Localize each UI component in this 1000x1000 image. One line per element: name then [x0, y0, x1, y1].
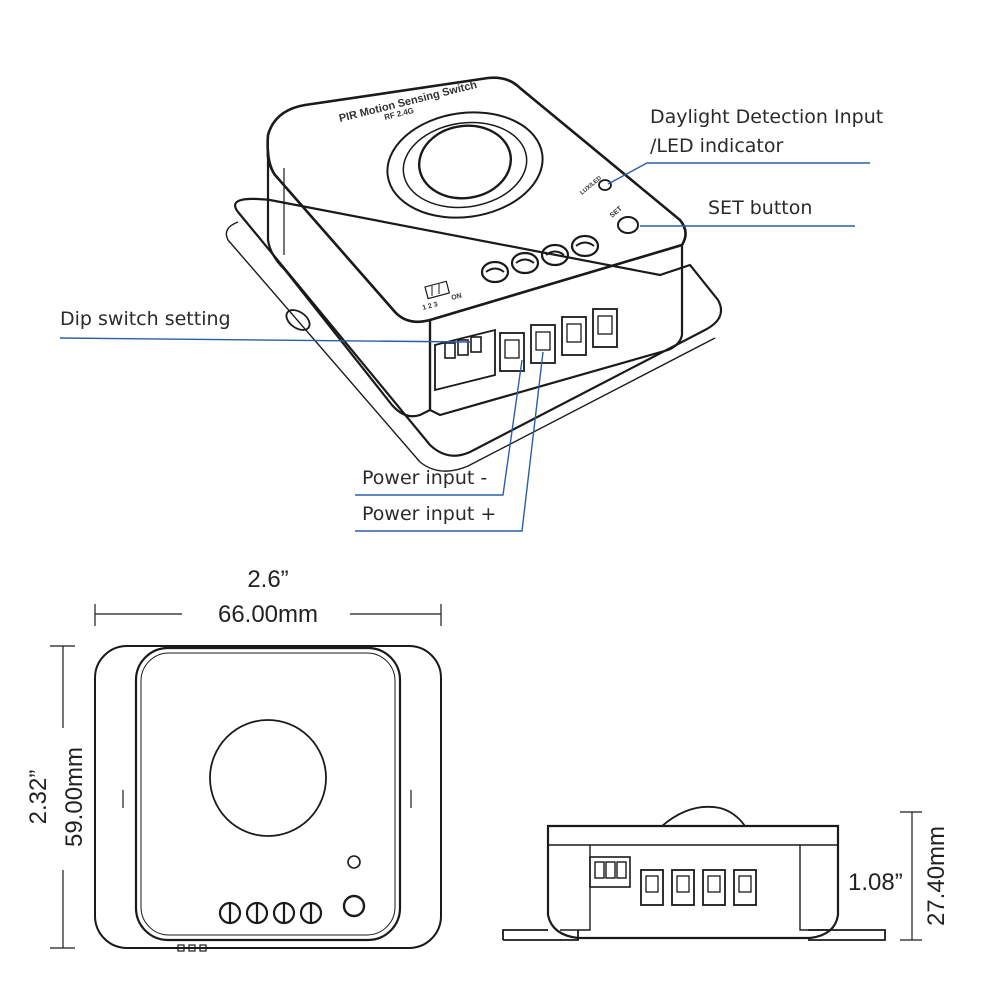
front-dip-pins — [177, 944, 207, 952]
mounting-hole — [285, 309, 311, 331]
front-plate — [94, 645, 442, 949]
dip-on: ON — [451, 292, 463, 301]
front-terminal-screws — [218, 901, 323, 925]
height-inches: 2.32” — [25, 770, 52, 825]
leader-daylight — [607, 162, 870, 185]
front-led-indicator — [347, 855, 361, 869]
callout-dip-switch: Dip switch setting — [60, 308, 231, 330]
front-view: 2.6” 66.00mm 2.32” 59.00mm — [25, 566, 442, 952]
leader-power-minus — [355, 359, 523, 496]
callouts: Daylight Detection Input /LED indicator … — [59, 106, 883, 532]
device-title: PIR Motion Sensing Switch — [338, 79, 479, 125]
led-indicator — [598, 179, 612, 191]
dip-switch-top: 1 2 3 ON — [422, 280, 463, 312]
body-side-front — [428, 243, 684, 417]
callout-daylight-line1: Daylight Detection Input — [650, 106, 883, 128]
mounting-plate — [234, 197, 723, 457]
side-terminals — [640, 869, 757, 906]
callout-power-plus: Power input + — [362, 503, 496, 525]
sensor-lens — [417, 124, 513, 200]
isometric-view: PIR Motion Sensing Switch RF 2.4G LUX/LE… — [225, 76, 723, 472]
side-flange-right — [808, 929, 886, 941]
leader-dip — [59, 337, 471, 343]
dip-numbers: 1 2 3 — [422, 301, 439, 312]
width-inches: 2.6” — [247, 566, 288, 593]
side-dip-switch — [589, 856, 631, 888]
height-mm: 59.00mm — [61, 747, 88, 847]
front-body — [134, 646, 402, 942]
terminal-screws — [480, 234, 600, 284]
callout-daylight-line2: /LED indicator — [650, 135, 783, 157]
body-top — [266, 76, 687, 324]
front-set-button — [342, 894, 366, 918]
depth-inches: 1.08” — [848, 869, 903, 896]
side-lens-dome — [661, 805, 746, 827]
side-body — [546, 824, 840, 940]
callout-power-minus: Power input - — [362, 467, 487, 489]
set-label: SET — [609, 205, 624, 220]
side-flange-left — [502, 929, 579, 941]
callout-set-button: SET button — [708, 197, 812, 219]
front-terminals — [434, 308, 618, 392]
side-view: 1.08” 27.40mm — [502, 805, 950, 941]
body-side-left — [266, 149, 432, 418]
leader-power-plus — [355, 351, 544, 532]
depth-mm: 27.40mm — [923, 826, 950, 926]
width-mm: 66.00mm — [218, 601, 318, 628]
sensor-lens-rim — [386, 111, 544, 219]
set-button — [617, 216, 639, 234]
front-sensor-lens — [209, 719, 327, 837]
